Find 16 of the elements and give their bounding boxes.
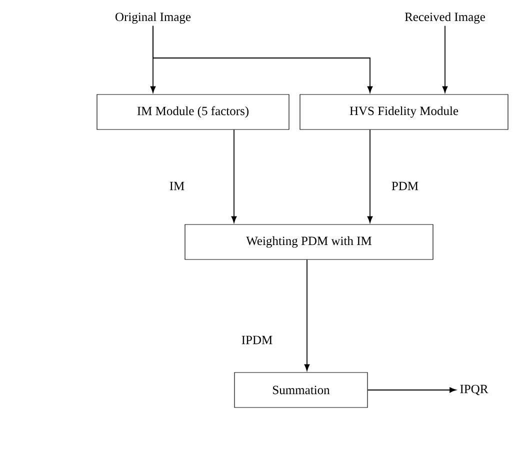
process-box: IM Module (5 factors)	[96, 94, 290, 130]
edge-label: PDM	[390, 180, 420, 192]
process-box: Weighting PDM with IM	[184, 224, 434, 260]
edge-label: IM	[168, 180, 186, 192]
edge-label: IPDM	[240, 334, 274, 346]
arrow	[367, 387, 456, 393]
arrow	[367, 129, 373, 223]
input-label: Original Image	[116, 12, 191, 24]
arrow	[231, 129, 237, 223]
arrow	[304, 259, 310, 371]
input-label: Received Image	[404, 12, 485, 24]
process-box: Summation	[234, 372, 368, 408]
output-label: IPQR	[460, 384, 488, 396]
process-box: HVS Fidelity Module	[300, 94, 508, 130]
arrow	[152, 25, 373, 93]
arrow	[442, 25, 448, 93]
